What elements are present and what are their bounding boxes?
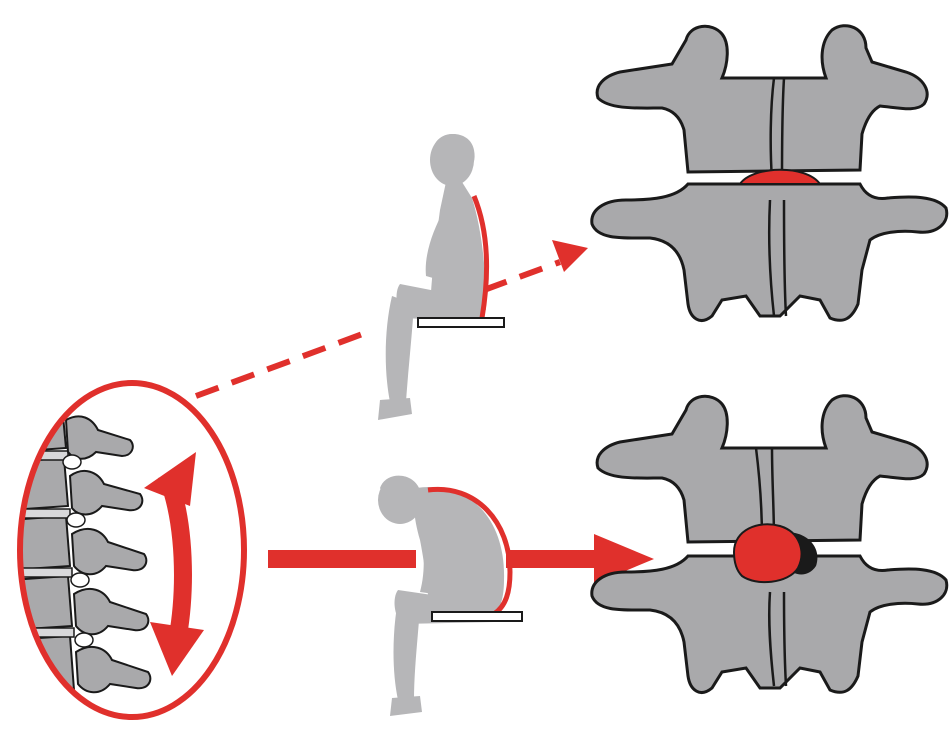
dashed-arrow-upright [196,262,560,396]
herniated-vertebra-disc-icon [592,396,947,693]
spine-closeup-icon [10,383,244,717]
upright-sitting-person-icon [378,134,504,420]
slouched-sitting-person-icon [378,476,522,716]
seat-upright [418,318,504,327]
dashed-arrow-head [552,240,588,272]
normal-vertebra-disc-icon [592,26,947,321]
seat-slouched [432,612,522,621]
